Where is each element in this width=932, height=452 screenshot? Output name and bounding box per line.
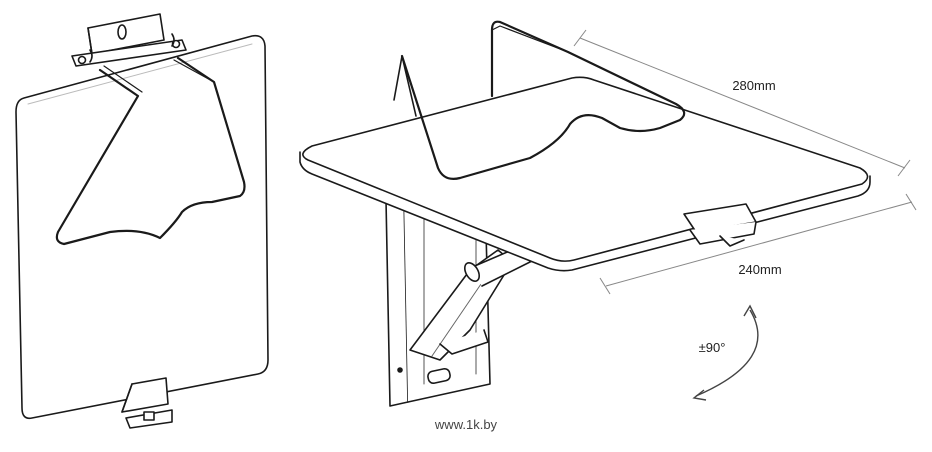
rotation-label: ±90° bbox=[699, 340, 726, 355]
width-label: 240mm bbox=[738, 262, 781, 277]
dimension-width: 240mm bbox=[599, 193, 917, 295]
folded-bottom-clip bbox=[121, 377, 173, 429]
opened-wire-frame bbox=[393, 20, 686, 180]
rotation-indicator: ±90° bbox=[692, 304, 759, 401]
depth-label: 280mm bbox=[732, 78, 775, 93]
folded-wire-frame bbox=[55, 56, 246, 246]
rotation-arrow-top-icon bbox=[743, 304, 757, 319]
folded-panel bbox=[15, 34, 269, 420]
dimension-depth: 280mm bbox=[573, 29, 911, 177]
folded-hinge-bracket bbox=[71, 13, 187, 67]
site-credit: www.1k.by bbox=[434, 417, 498, 432]
opened-stand-view bbox=[299, 20, 871, 407]
opened-front-clip bbox=[683, 203, 757, 247]
folded-stand-view bbox=[15, 13, 269, 429]
rotation-arrow-bottom-icon bbox=[692, 389, 707, 401]
